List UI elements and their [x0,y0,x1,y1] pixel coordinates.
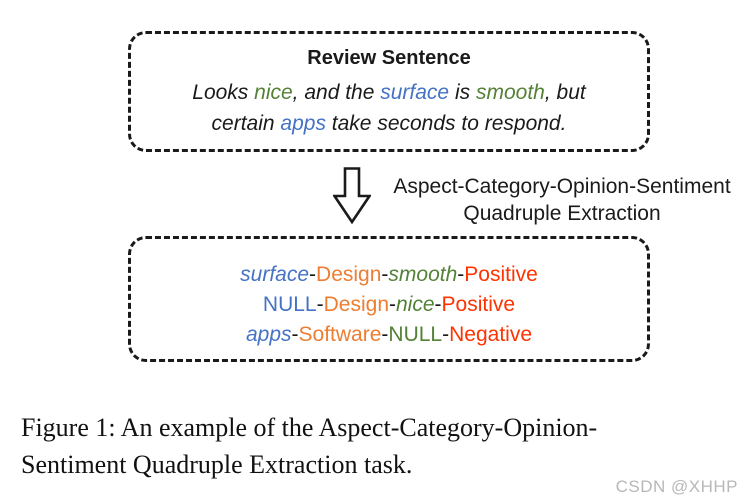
review-sentence-line-1: Looks nice, and the surface is smooth, b… [192,81,586,104]
review-sentence-box: Review Sentence Looks nice, and the surf… [128,31,650,152]
extraction-task-label-line-1: Aspect-Category-Opinion-Sentiment [393,175,731,198]
quadruple-line-2: NULL-Design-nice-Positive [262,293,516,316]
quadruple-output-box: surface-Design-smooth-Positive NULL-Desi… [128,236,650,362]
review-sentence-text: Looks nice, and the surface is smooth, b… [131,77,647,139]
review-sentence-line-2: certain apps take seconds to respond. [211,112,567,135]
extraction-task-label-line-2: Quadruple Extraction [463,202,661,225]
down-arrow-icon [333,167,371,224]
quadruple-line-1: surface-Design-smooth-Positive [240,263,538,286]
figure-caption-line-2: Sentiment Quadruple Extraction task. [21,450,413,479]
quadruple-line-3: apps-Software-NULL-Negative [245,323,532,346]
extraction-task-label: Aspect-Category-Opinion-Sentiment Quadru… [378,173,746,227]
figure-caption-line-1: Figure 1: An example of the Aspect-Categ… [21,413,598,442]
review-sentence-title: Review Sentence [307,47,471,69]
csdn-watermark: CSDN @XHHP [615,477,738,496]
figure-caption: Figure 1: An example of the Aspect-Categ… [21,409,733,483]
